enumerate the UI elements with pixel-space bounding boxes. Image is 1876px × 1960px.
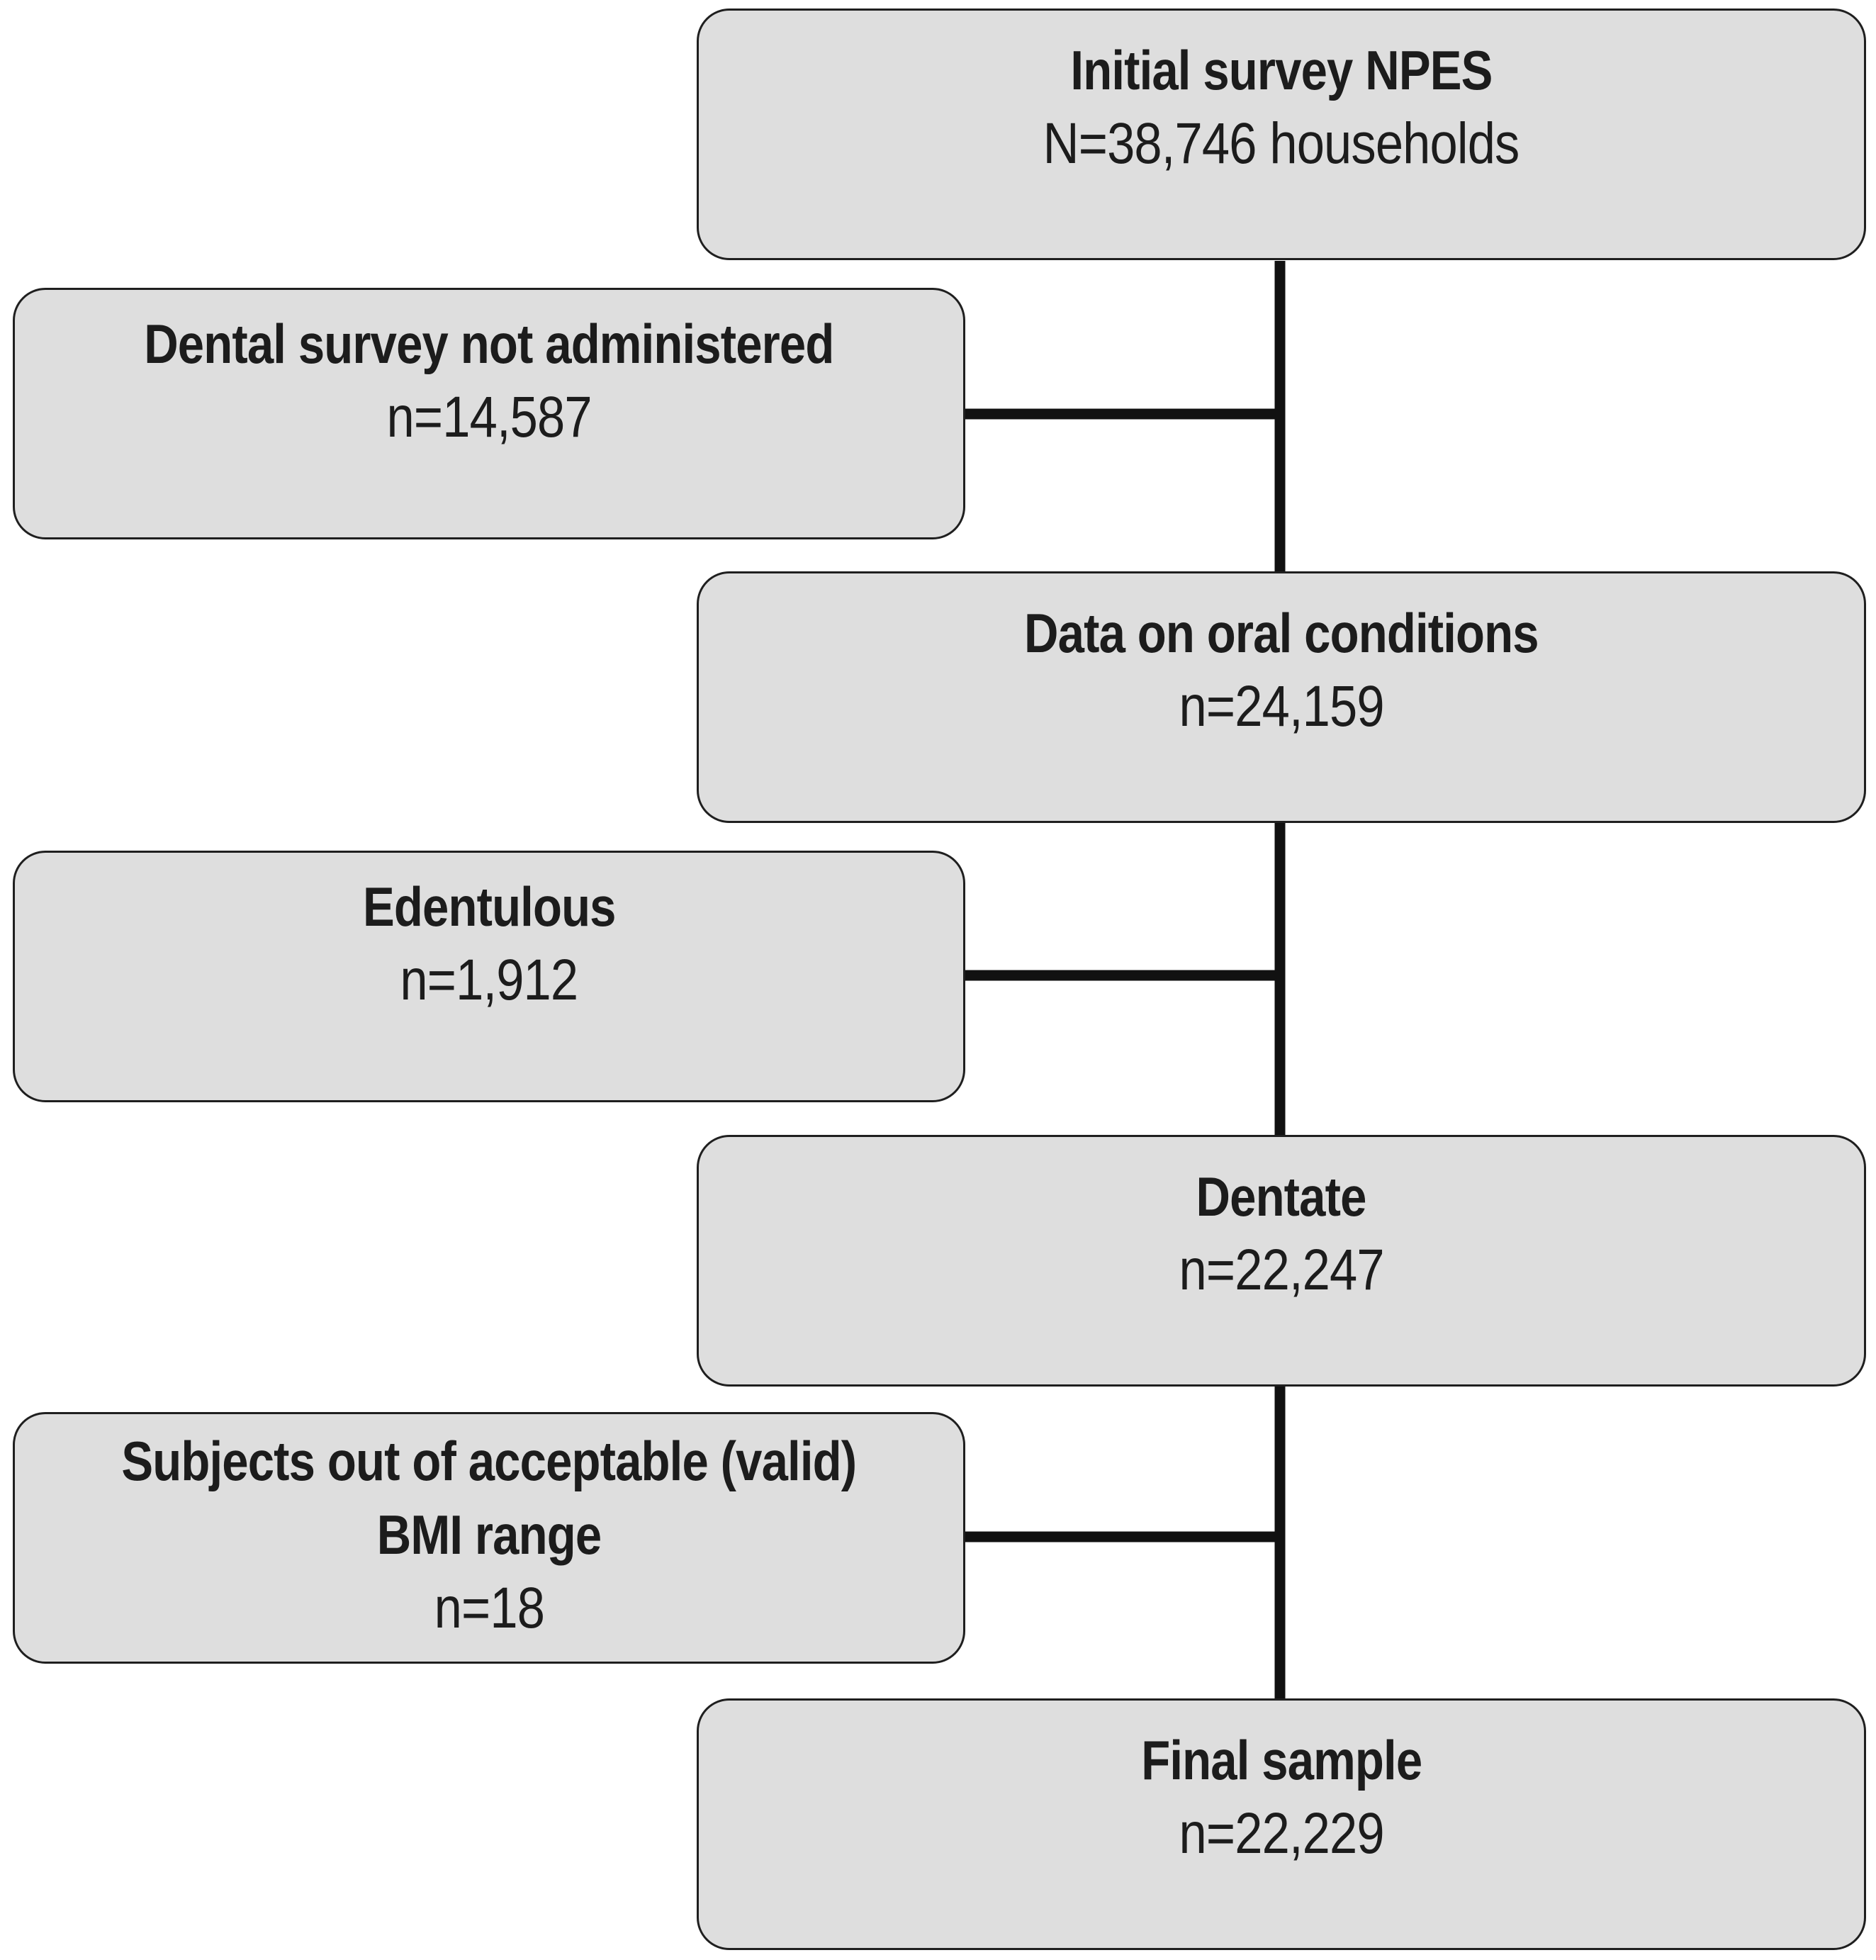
box-initial-survey-title: Initial survey NPES (1070, 39, 1493, 101)
box-edentulous-count: n=1,912 (400, 948, 579, 1012)
box-not-administered-title: Dental survey not administered (144, 313, 834, 375)
box-final-sample: Final sample n=22,229 (697, 1698, 1866, 1950)
box-final-sample-count: n=22,229 (1179, 1801, 1384, 1866)
box-not-administered-count: n=14,587 (386, 385, 592, 449)
box-bmi-out-of-range: Subjects out of acceptable (valid) BMI r… (13, 1412, 965, 1664)
box-oral-conditions-title: Data on oral conditions (1024, 602, 1539, 664)
box-oral-conditions: Data on oral conditions n=24,159 (697, 571, 1866, 823)
box-edentulous: Edentulous n=1,912 (13, 851, 965, 1102)
box-initial-survey: Initial survey NPES N=38,746 households (697, 9, 1866, 260)
box-edentulous-title: Edentulous (362, 875, 616, 938)
box-dentate-count: n=22,247 (1179, 1238, 1384, 1302)
box-initial-survey-count: N=38,746 households (1043, 111, 1520, 176)
box-dentate: Dentate n=22,247 (697, 1135, 1866, 1387)
box-bmi-out-title-line1: Subjects out of acceptable (valid) (121, 1430, 858, 1492)
box-bmi-out-title-line2: BMI range (376, 1503, 602, 1566)
box-final-sample-title: Final sample (1140, 1729, 1422, 1791)
box-dentate-title: Dentate (1196, 1165, 1367, 1228)
box-not-administered: Dental survey not administered n=14,587 (13, 288, 965, 539)
box-oral-conditions-count: n=24,159 (1179, 674, 1384, 739)
box-bmi-out-count: n=18 (434, 1576, 544, 1640)
